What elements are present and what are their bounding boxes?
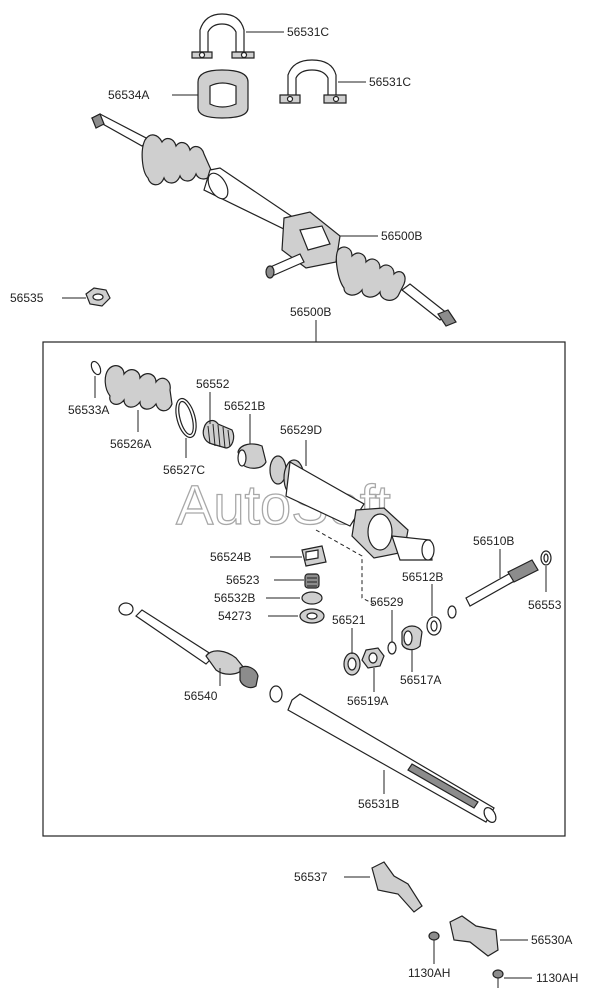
band-56552[interactable] — [202, 419, 235, 449]
label-56500b-assembly: 56500B — [381, 229, 422, 243]
label-56531c-mid: 56531C — [369, 75, 411, 89]
label-56512b: 56512B — [402, 570, 443, 584]
bushing-56517a[interactable] — [401, 625, 423, 651]
label-56531b: 56531B — [358, 797, 399, 811]
label-56500b-box: 56500B — [290, 305, 331, 319]
label-56523: 56523 — [226, 573, 260, 587]
tie-rod-56540[interactable] — [118, 602, 283, 703]
clamp-56531c-top[interactable] — [191, 13, 255, 59]
label-56526a: 56526A — [110, 437, 151, 451]
nut-54273[interactable] — [299, 608, 325, 624]
band-56527c[interactable] — [172, 396, 200, 439]
bushing-56521[interactable] — [343, 652, 361, 676]
seal-56553[interactable] — [540, 550, 552, 566]
label-56524b: 56524B — [210, 550, 251, 564]
yoke-56524b[interactable] — [301, 545, 327, 567]
label-56527c: 56527C — [163, 463, 205, 477]
ring-56529[interactable] — [387, 641, 397, 655]
label-56553: 56553 — [528, 598, 562, 612]
label-56531c-top: 56531C — [287, 25, 329, 39]
spring-56523[interactable] — [304, 573, 320, 589]
label-56517a: 56517A — [400, 673, 441, 687]
steering-gear-assembly-56500b[interactable] — [90, 113, 457, 327]
label-56519a: 56519A — [347, 694, 388, 708]
housing-56529d[interactable] — [269, 455, 435, 561]
bracket-56537[interactable] — [371, 861, 423, 913]
exploded-view-frame — [42, 341, 566, 837]
boot-56526a[interactable] — [104, 365, 173, 412]
label-56521: 56521 — [332, 613, 366, 627]
bracket-56530a[interactable] — [449, 915, 499, 957]
rack-56531b[interactable] — [287, 693, 498, 824]
bolt-1130ah-right[interactable] — [492, 969, 504, 988]
label-56529: 56529 — [370, 595, 404, 609]
bolt-1130ah-left[interactable] — [428, 931, 440, 952]
label-56510b: 56510B — [473, 534, 514, 548]
label-56535: 56535 — [10, 291, 44, 305]
label-54273: 54273 — [218, 609, 252, 623]
label-1130ah-left: 1130AH — [408, 966, 450, 980]
bearing-56512b[interactable] — [426, 605, 457, 636]
nut-56519a[interactable] — [361, 647, 385, 669]
label-56529d: 56529D — [280, 423, 322, 437]
pinion-56510b[interactable] — [465, 559, 539, 607]
label-56537: 56537 — [294, 870, 328, 884]
clip-56533a[interactable] — [89, 360, 102, 376]
label-56533a: 56533A — [68, 403, 109, 417]
label-56534a: 56534A — [108, 88, 149, 102]
label-56540: 56540 — [184, 689, 218, 703]
label-56532b: 56532B — [214, 591, 255, 605]
plug-56532b[interactable] — [301, 591, 323, 605]
nut-56535[interactable] — [85, 287, 111, 307]
label-56521b: 56521B — [224, 399, 265, 413]
label-1130ah-right: 1130AH — [536, 971, 578, 985]
label-56530a: 56530A — [531, 933, 572, 947]
clamp-56531c-mid[interactable] — [279, 59, 347, 104]
bushing-56521b[interactable] — [237, 443, 267, 469]
label-56552: 56552 — [196, 377, 230, 391]
bushing-56534a[interactable] — [197, 69, 249, 119]
